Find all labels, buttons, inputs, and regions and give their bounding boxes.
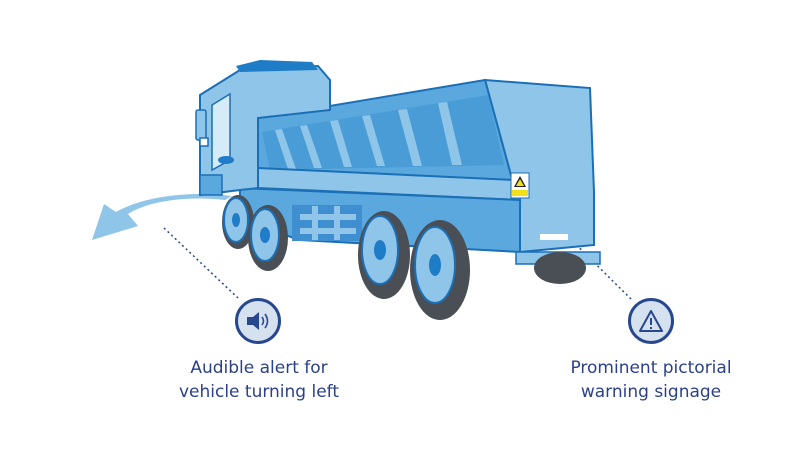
warning-signage-icon-badge bbox=[628, 298, 674, 344]
warning-sign-sticker bbox=[510, 172, 530, 199]
audible-alert-line-1: Audible alert for bbox=[190, 358, 328, 378]
speaker-icon bbox=[247, 312, 269, 330]
audible-alert-icon-badge bbox=[235, 298, 281, 344]
audible-alert-label: Audible alert for vehicle turning left bbox=[129, 356, 389, 404]
audible-alert-line-2: vehicle turning left bbox=[178, 382, 340, 402]
left-turn-arrow-icon bbox=[92, 193, 232, 240]
warning-triangle-icon bbox=[639, 310, 663, 332]
warning-signage-line-2: warning signage bbox=[580, 382, 722, 402]
warning-signage-line-1: Prominent pictorial bbox=[570, 358, 732, 378]
warning-signage-label: Prominent pictorial warning signage bbox=[521, 356, 781, 404]
wheels bbox=[222, 195, 586, 320]
